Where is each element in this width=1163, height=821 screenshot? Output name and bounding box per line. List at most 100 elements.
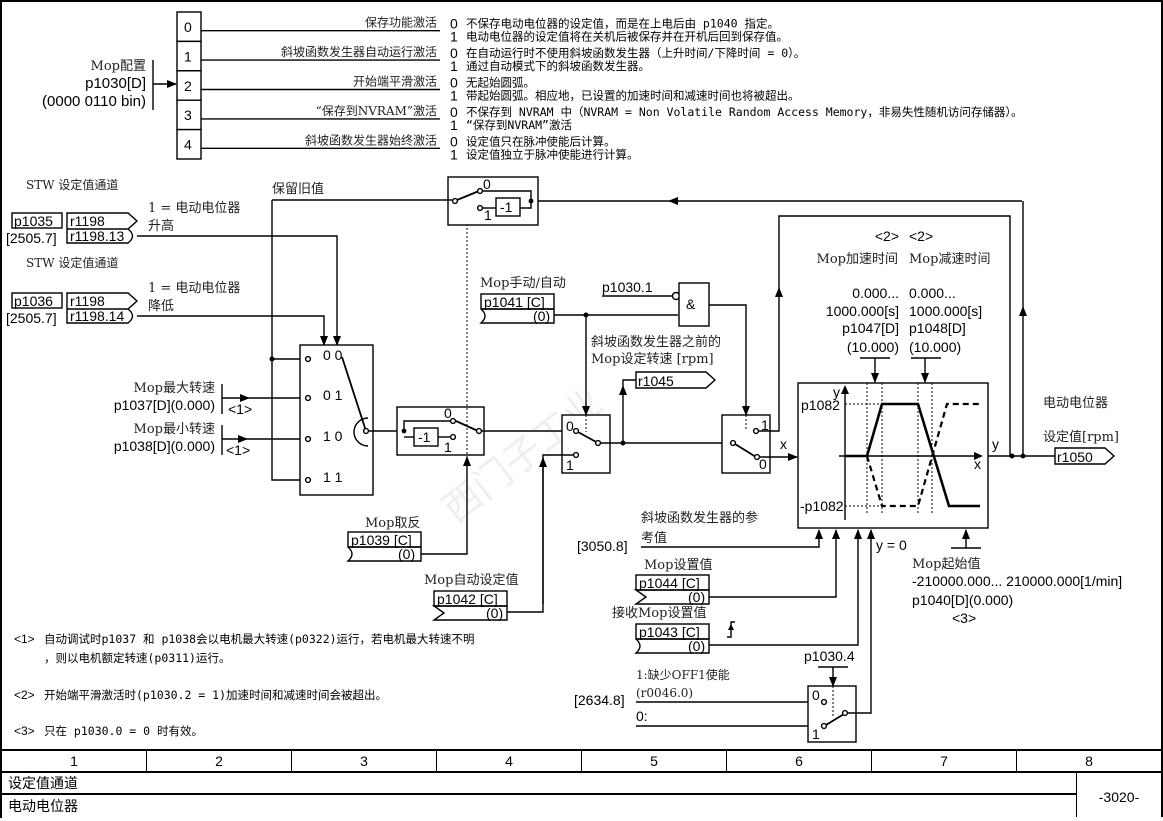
accept-set-label: 接收Mop设置值 [612, 605, 706, 621]
lower-desc2: 降低 [148, 299, 174, 314]
selector-pos-10: 1 0 [323, 428, 343, 444]
page-number: -3020- [1076, 773, 1163, 817]
bit-number: 1 [184, 48, 192, 64]
lower-input: STW 设定值通道 p1036 [2505.7] r1198 r1198.14 … [6, 255, 240, 326]
hold-switch: 0 1 -1 [447, 176, 539, 226]
pre-rfg-desc1: 斜坡函数发生器之前的 [591, 334, 721, 350]
decel-note: <2> [909, 228, 933, 244]
raise-bit: r1198.13 [70, 228, 124, 244]
raise-desc1: 1 = 电动电位器 [148, 201, 240, 216]
auto-manual-switch: 0 1 [561, 414, 611, 474]
reference-desc2: 考值 [641, 530, 667, 546]
bit-number: 3 [184, 107, 192, 123]
invert-default: (0) [398, 546, 415, 562]
reference-ref: [3050.8] [577, 538, 628, 554]
accel-note: <2> [875, 228, 899, 244]
accel-range2: 1000.000[s] [826, 303, 899, 319]
raise-input: STW 设定值通道 p1035 [2505.7] r1198 r1198.13 … [6, 177, 240, 246]
off1-desc1: 1:缺少OFF1使能 [636, 667, 730, 682]
start-value: Mop起始值 -210000.000... 210000.000[1/min] … [912, 556, 1122, 626]
bit-opt0-desc: 设定值只在脉冲使能后计算。 [466, 134, 616, 148]
invert-neg: -1 [418, 429, 431, 445]
bit-opt1-desc: 设定值独立于脉冲使能进行计算。 [466, 147, 639, 161]
output-connector [1054, 447, 1116, 465]
set-value-param-id: p1044 [C] [639, 575, 700, 591]
accept-set-default: (0) [688, 638, 705, 654]
lower-desc1: 1 = 电动电位器 [148, 281, 240, 296]
bit-opt1-value: 1 [450, 29, 458, 45]
bit-opt1-desc: 带起始圆弧。相应地，已设置的加速时间和减速时间也将被超出。 [466, 89, 800, 103]
column-3: 3 [291, 751, 436, 771]
auto-setpoint-label: Mop自动设定值 [424, 572, 518, 588]
am-pos-1: 1 [566, 457, 574, 473]
accept-set-param: 接收Mop设置值 p1043 [C] (0) [612, 605, 735, 654]
bit-number: 2 [184, 78, 192, 94]
invert-pos-1: 1 [444, 439, 452, 455]
bit-opt0-value: 0 [450, 133, 458, 149]
max-speed-label: Mop最大转速 [134, 381, 215, 396]
bypass-pos-0: 0 [759, 456, 767, 472]
column-2: 2 [146, 751, 291, 771]
decel-range1: 0.000... [909, 285, 956, 301]
manual-auto-default: (0) [533, 308, 550, 324]
column-1: 1 [0, 751, 146, 771]
bit-opt1-desc: 通过自动模式下的斜坡函数发生器。 [466, 59, 650, 73]
min-speed-note: <1> [226, 442, 250, 458]
rfg-pos-limit: p1082 [801, 397, 840, 413]
rfg-neg-limit: -p1082 [800, 498, 844, 514]
note3-tag: <3> [14, 724, 35, 738]
off1-desc2: (r0046.0) [636, 686, 693, 700]
lower-channel: STW 设定值通道 [26, 255, 118, 270]
auto-setpoint-default: (0) [486, 605, 503, 621]
auto-setpoint-param: Mop自动设定值 p1042 [C] (0) [424, 572, 518, 621]
decel-range2: 1000.000[s] [909, 303, 982, 319]
bit-opt0-value: 0 [450, 104, 458, 120]
bit-opt1-value: 1 [450, 88, 458, 104]
selector-pos-11: 1 1 [323, 469, 343, 485]
raise-channel: STW 设定值通道 [26, 177, 118, 192]
raise-signal: r1198 [70, 213, 105, 229]
rfg-axis-y: y [833, 384, 840, 400]
and-input-label: p1030.1 [602, 279, 653, 295]
output-desc1: 电动电位器 [1043, 396, 1108, 411]
off1-ref: [2634.8] [574, 692, 625, 708]
and-symbol: & [686, 296, 696, 312]
invert-pos-0: 0 [444, 405, 452, 421]
reference-desc1: 斜坡函数发生器的参 [641, 510, 758, 526]
lower-param: p1036 [14, 293, 53, 309]
note1-line2: ，则以电机额定转速(p0311)运行。 [44, 651, 230, 665]
accel-range1: 0.000... [852, 285, 899, 301]
manual-auto-label: Mop手动/自动 [480, 276, 566, 291]
column-5: 5 [581, 751, 726, 771]
max-speed-input: Mop最大转速 p1037[D](0.000) <1> [114, 381, 305, 417]
set-value-param: Mop设置值 p1044 [C] (0) [633, 557, 712, 605]
hold-pos-1: 1 [484, 207, 492, 223]
decel-label: Mop减速时间 [909, 252, 990, 267]
pre-rfg-desc2: Mop设定转速 [rpm] [591, 352, 714, 367]
start-value-range: -210000.000... 210000.000[1/min] [912, 573, 1122, 589]
config-param: p1030[D] [85, 75, 146, 92]
column-7: 7 [871, 751, 1016, 771]
decel-param: p1048[D] [909, 320, 966, 336]
column-index-row: 1 2 3 4 5 6 7 8 [0, 749, 1163, 773]
rfg-output-y: y [992, 436, 999, 452]
note1-tag: <1> [14, 632, 35, 646]
decel-default: (10.000) [909, 339, 961, 355]
bit-name: “保存到NVRAM”激活 [316, 104, 437, 118]
note3-line1: 只在 p1030.0 = 0 时有效。 [44, 724, 203, 738]
note1-line1: 自动调试时p1037 和 p1038会以电机最大转速(p0322)运行，若电机最… [44, 632, 475, 646]
bit-number: 4 [184, 137, 192, 153]
footnotes: <1> 自动调试时p1037 和 p1038会以电机最大转速(p0322)运行，… [14, 632, 475, 738]
start-value-label: Mop起始值 [912, 556, 980, 572]
bit-opt1-desc: 电动电位器的设定值将在关机后被保存并在开机后回到保存值。 [466, 30, 788, 44]
bit-name: 斜坡函数发生器自动运行激活 [281, 44, 437, 59]
invert-param: Mop取反 p1039 [C] (0) [346, 456, 471, 562]
lower-signal: r1198 [70, 293, 105, 309]
